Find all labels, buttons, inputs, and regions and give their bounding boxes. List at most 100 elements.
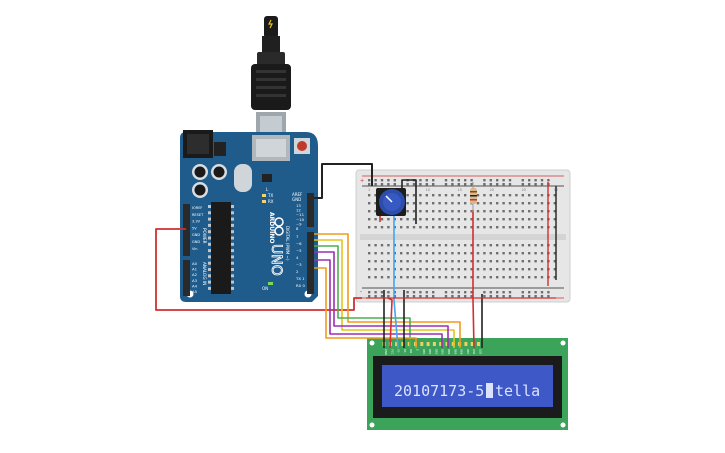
power-pin-label: GND bbox=[192, 233, 200, 237]
crystal-oscillator bbox=[234, 164, 252, 192]
power-pin-label: 5V bbox=[192, 226, 197, 230]
arduino-uno-board[interactable]: L TX RX ON ARDUINO UNO AREF GND 1312~11~… bbox=[180, 130, 318, 302]
lcd-pin-label: E bbox=[416, 349, 420, 351]
led-l-label: L bbox=[266, 187, 269, 192]
digital-pin-label: 12 bbox=[296, 208, 301, 213]
lcd-pin[interactable] bbox=[426, 342, 430, 346]
atmega-chip bbox=[211, 202, 231, 294]
power-header[interactable] bbox=[183, 204, 190, 256]
lcd-pin[interactable] bbox=[439, 342, 443, 346]
lcd-pin-label: LED bbox=[479, 349, 483, 354]
analog-pin-label: A4 bbox=[192, 283, 198, 288]
on-led bbox=[268, 282, 273, 285]
wire-green bbox=[314, 245, 411, 348]
breadboard-column-number: 20 bbox=[490, 188, 494, 192]
digital-group-label: DIGITAL (PWM ~) bbox=[285, 226, 290, 261]
wire-5v-power bbox=[155, 228, 362, 311]
lcd-pin-label: DB3 bbox=[441, 349, 445, 355]
lcd-pin-label: V0 bbox=[397, 349, 401, 353]
lcd-pin-label: RW bbox=[409, 349, 413, 354]
wire-orange bbox=[314, 233, 461, 348]
power-pin-label: 3.3V bbox=[192, 220, 201, 224]
digital-pin-label: 8 bbox=[296, 226, 299, 231]
lcd-pin-label: DB1 bbox=[428, 349, 432, 355]
digital-pin-label: ~9 bbox=[296, 221, 302, 226]
digital-pin-label: ~11 bbox=[296, 212, 305, 217]
lcd-pin[interactable] bbox=[464, 342, 468, 346]
wire-lcd-vcc bbox=[387, 297, 393, 349]
analog-pin-label: A0 bbox=[192, 261, 198, 266]
lcd-display-text: 20107173-5 bbox=[394, 382, 484, 400]
digital-pin-label: RX 0 bbox=[296, 283, 305, 288]
header-aref-label: AREF bbox=[292, 192, 303, 197]
lcd-pin-label: DB5 bbox=[453, 349, 457, 355]
lcd-cursor-block bbox=[486, 383, 493, 398]
digital-pin-label: 7 bbox=[296, 234, 299, 239]
digital-pin-label: 4 bbox=[296, 255, 299, 260]
analog-pin-label: A1 bbox=[192, 267, 198, 272]
usb-cable bbox=[251, 16, 291, 142]
potentiometer[interactable] bbox=[376, 188, 406, 216]
breadboard-column-number: 25 bbox=[522, 188, 526, 192]
lcd-pin[interactable] bbox=[401, 342, 405, 346]
power-pin-label: RESET bbox=[192, 213, 204, 217]
digital-pin-label: TX 1 bbox=[295, 276, 305, 281]
rx-led bbox=[262, 200, 266, 203]
wire-pot-wiper bbox=[393, 214, 399, 349]
led-tx-label: TX bbox=[267, 193, 273, 198]
lcd-pin[interactable] bbox=[432, 342, 436, 346]
digital-header-lower[interactable] bbox=[307, 232, 314, 294]
breadboard-center-channel bbox=[360, 234, 566, 240]
lcd-pin-label: LED bbox=[472, 349, 476, 354]
lcd-pin[interactable] bbox=[395, 342, 399, 346]
power-group-label: POWER bbox=[202, 228, 207, 244]
lcd-pin[interactable] bbox=[477, 342, 480, 346]
wire-yellow bbox=[314, 239, 455, 348]
on-label: ON bbox=[262, 286, 268, 291]
lcd-pin-label: DB2 bbox=[434, 349, 438, 355]
digital-pin-label: ~3 bbox=[296, 262, 302, 267]
digital-pin-label: ~10 bbox=[296, 217, 305, 222]
lcd-pin[interactable] bbox=[470, 342, 474, 346]
digital-pin-label: ~6 bbox=[296, 241, 302, 246]
lcd-pin-label: DB7 bbox=[466, 349, 470, 355]
lcd-pin-label: RS bbox=[403, 349, 407, 353]
analog-pin-label: A3 bbox=[192, 278, 198, 283]
lcd-pin[interactable] bbox=[445, 342, 449, 346]
power-pin-label: Vin bbox=[192, 247, 198, 251]
wire-purple-1 bbox=[314, 251, 449, 348]
digital-pin-label: 13 bbox=[296, 203, 301, 208]
analog-header[interactable] bbox=[183, 260, 190, 296]
arduino-infinity-logo bbox=[274, 217, 284, 236]
breadboard-column-number: 15 bbox=[458, 188, 462, 192]
rail-plus-label: + bbox=[360, 178, 364, 184]
lcd-pin-label: GND bbox=[384, 349, 388, 355]
power-pin-label: GND bbox=[192, 240, 200, 244]
uno-logo: UNO bbox=[268, 244, 284, 276]
digital-header-upper[interactable] bbox=[307, 193, 314, 227]
lcd-display-text-after-cursor: tella bbox=[495, 382, 540, 400]
analog-pin-label: A5 bbox=[192, 289, 198, 294]
digital-pin-label: 2 bbox=[296, 269, 299, 274]
breadboard-column-number: 1 bbox=[368, 188, 370, 192]
led-rx-label: RX bbox=[268, 199, 274, 204]
lcd-pin-label: DB6 bbox=[460, 349, 464, 355]
digital-pin-label: ~5 bbox=[296, 248, 302, 253]
lcd-pin-label: VCC bbox=[390, 349, 394, 355]
wire-orange-2 bbox=[314, 267, 417, 348]
breadboard-column-number: 10 bbox=[426, 188, 430, 192]
analog-group-label: ANALOG IN bbox=[202, 262, 207, 285]
resistor bbox=[470, 182, 477, 212]
wire-pot-right bbox=[401, 179, 417, 224]
arduino-brand-label: ARDUINO bbox=[268, 212, 275, 243]
analog-pin-label: A2 bbox=[192, 272, 198, 277]
wire-resistor-red bbox=[472, 210, 475, 349]
lcd-pin[interactable] bbox=[420, 342, 424, 346]
rail-minus-label: - bbox=[360, 289, 362, 295]
wire-purple-2 bbox=[314, 259, 443, 348]
lcd-screen bbox=[382, 365, 553, 407]
lcd-pin-label: DB0 bbox=[422, 349, 426, 355]
power-pin-label: IOREF bbox=[192, 206, 202, 210]
